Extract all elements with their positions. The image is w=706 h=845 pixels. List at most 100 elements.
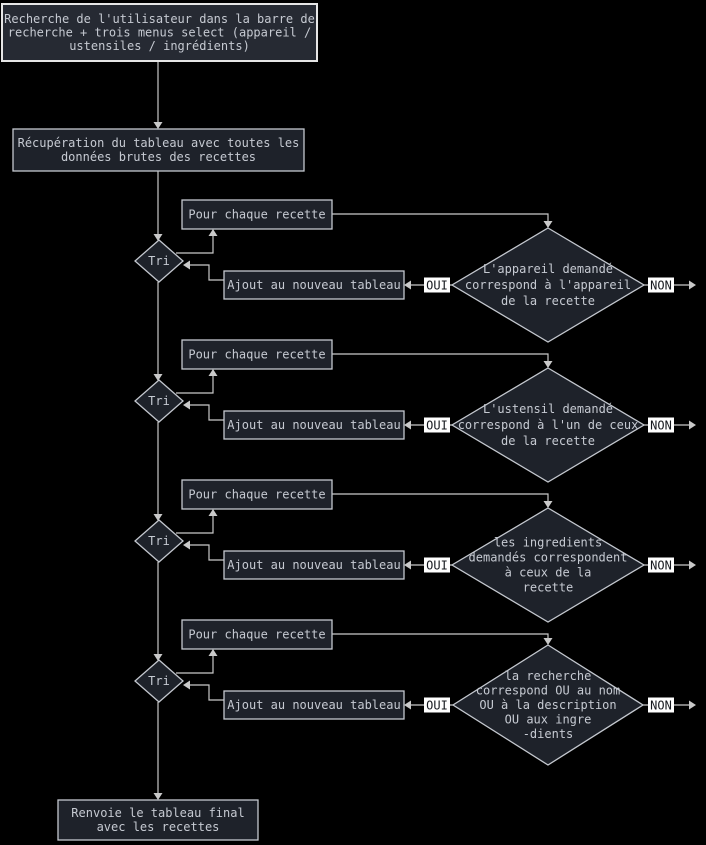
arrowhead-icon xyxy=(689,280,696,290)
arrowhead-icon xyxy=(153,654,163,661)
sort-diamond-4: Tri xyxy=(134,659,184,703)
oui-label-1: OUI xyxy=(424,277,450,293)
append-box-4-text: Ajout au nouveau tableau xyxy=(227,698,400,712)
start-box-text: ustensiles / ingrédients) xyxy=(69,39,250,53)
edge-loop-decision-3 xyxy=(332,493,553,508)
arrowhead-icon xyxy=(208,509,218,516)
arrowhead-icon xyxy=(208,369,218,376)
non-label-1-text: NON xyxy=(650,279,672,293)
arrowhead-icon xyxy=(183,540,190,550)
decision-diamond-4-text: correspond OU au nom xyxy=(476,684,621,698)
edge-sort-2-sort-3 xyxy=(153,422,163,521)
decision-diamond-1-text: L'appareil demandé xyxy=(483,262,613,276)
decision-diamond-1: L'appareil demandé correspond à l'apparei… xyxy=(450,227,646,343)
edge-loop-decision-2 xyxy=(332,353,553,368)
start-box: Recherche de l'utilisateur dans la barre… xyxy=(1,3,318,62)
edge-sort-1-sort-2 xyxy=(153,282,163,381)
oui-label-2-text: OUI xyxy=(426,419,448,433)
oui-label-4-text: OUI xyxy=(426,699,448,713)
arrowhead-icon xyxy=(208,229,218,236)
fetch-box-text: données brutes des recettes xyxy=(61,150,256,164)
decision-diamond-3-text: demandés correspondent xyxy=(469,551,628,565)
decision-diamond-3-text: les ingredients xyxy=(494,536,602,550)
edge-sort-loop-4 xyxy=(176,649,218,674)
arrowhead-icon xyxy=(404,280,411,290)
decision-diamond-3-text: recette xyxy=(523,581,574,595)
decision-diamond-1-text: de la recette xyxy=(501,294,595,308)
sort-diamond-2-text: Tri xyxy=(148,394,170,408)
decision-diamond-1-text: correspond à l'appareil xyxy=(465,278,631,292)
non-label-4: NON xyxy=(648,697,674,713)
non-label-2-text: NON xyxy=(650,419,672,433)
non-label-3: NON xyxy=(648,557,674,573)
start-box-text: Recherche de l'utilisateur dans la barre… xyxy=(4,12,315,26)
oui-label-4: OUI xyxy=(424,697,450,713)
decision-diamond-2-text: correspond à l'un de ceux xyxy=(458,418,639,432)
non-label-4-text: NON xyxy=(650,699,672,713)
arrowhead-icon xyxy=(404,700,411,710)
loop-box-3-text: Pour chaque recette xyxy=(188,488,325,502)
sort-diamond-1: Tri xyxy=(134,239,184,283)
edge-sort-4-end xyxy=(153,702,163,800)
sort-diamond-4-text: Tri xyxy=(148,674,170,688)
arrowhead-icon xyxy=(208,649,218,656)
arrowhead-icon xyxy=(183,260,190,270)
arrowhead-icon xyxy=(689,560,696,570)
sort-diamond-3-text: Tri xyxy=(148,534,170,548)
edge-append-sort-1 xyxy=(183,260,224,281)
loop-box-2: Pour chaque recette xyxy=(181,339,333,370)
edge-loop-decision-1 xyxy=(332,213,553,228)
non-label-3-text: NON xyxy=(650,559,672,573)
oui-label-2: OUI xyxy=(424,417,450,433)
arrowhead-icon xyxy=(543,221,553,228)
sort-diamond-3: Tri xyxy=(134,519,184,563)
arrowhead-icon xyxy=(543,501,553,508)
decision-diamond-3-text: à ceux de la xyxy=(505,566,592,580)
edge-append-sort-4 xyxy=(183,680,224,701)
arrowhead-icon xyxy=(689,420,696,430)
loop-box-1-text: Pour chaque recette xyxy=(188,208,325,222)
loop-box-4-text: Pour chaque recette xyxy=(188,628,325,642)
arrowhead-icon xyxy=(543,638,553,645)
edge-append-sort-3 xyxy=(183,540,224,561)
edge-append-sort-2 xyxy=(183,400,224,421)
arrowhead-icon xyxy=(689,700,696,710)
decision-diamond-4-text: la recherche xyxy=(505,669,592,683)
fetch-box: Récupération du tableau avec toutes lesd… xyxy=(12,128,305,172)
edge-sort-loop-2 xyxy=(176,369,218,394)
decision-diamond-2-text: de la recette xyxy=(501,434,595,448)
arrowhead-icon xyxy=(543,361,553,368)
edge-start-fetch xyxy=(153,61,163,129)
sort-diamond-1-text: Tri xyxy=(148,254,170,268)
append-box-2: Ajout au nouveau tableau xyxy=(223,410,405,440)
arrowhead-icon xyxy=(153,793,163,800)
append-box-4: Ajout au nouveau tableau xyxy=(223,690,405,720)
arrowhead-icon xyxy=(153,374,163,381)
decision-diamond-4-text: -dients xyxy=(523,727,574,741)
arrowhead-icon xyxy=(153,234,163,241)
append-box-1-text: Ajout au nouveau tableau xyxy=(227,278,400,292)
arrowhead-icon xyxy=(153,122,163,129)
edge-sort-3-sort-4 xyxy=(153,562,163,661)
decision-diamond-4-text: OU aux ingre xyxy=(505,713,592,727)
oui-label-3: OUI xyxy=(424,557,450,573)
non-label-2: NON xyxy=(648,417,674,433)
end-box-text: Renvoie le tableau final xyxy=(71,806,244,820)
fetch-box-text: Récupération du tableau avec toutes les xyxy=(18,136,300,150)
loop-box-3: Pour chaque recette xyxy=(181,479,333,510)
arrowhead-icon xyxy=(183,680,190,690)
edge-fetch-sort-1 xyxy=(153,171,163,241)
append-box-3: Ajout au nouveau tableau xyxy=(223,550,405,580)
decision-diamond-4-text: OU à la description xyxy=(479,698,616,712)
append-box-3-text: Ajout au nouveau tableau xyxy=(227,558,400,572)
edge-loop-decision-4 xyxy=(332,633,553,645)
arrowhead-icon xyxy=(183,400,190,410)
edge-sort-loop-3 xyxy=(176,509,218,534)
oui-label-3-text: OUI xyxy=(426,559,448,573)
